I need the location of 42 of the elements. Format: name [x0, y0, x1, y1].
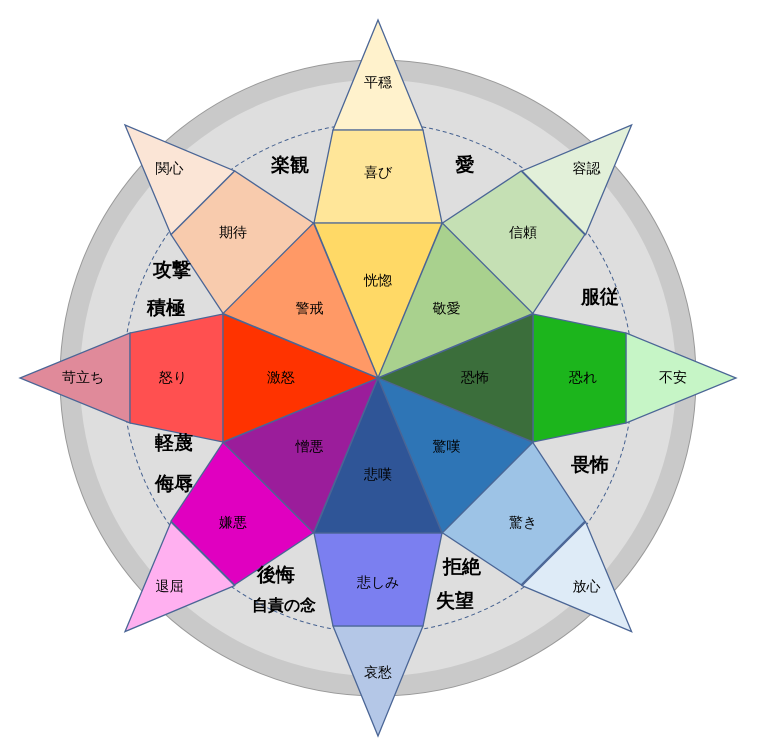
dyad-label: 服従 — [581, 285, 619, 310]
emotion-label: 退屈 — [155, 578, 184, 596]
dyad-label: 自責の念 — [252, 596, 316, 616]
emotion-label: 敬愛 — [432, 300, 461, 318]
emotion-segment — [333, 626, 423, 736]
emotion-label: 喜び — [364, 164, 392, 182]
emotion-label: 期待 — [219, 224, 248, 242]
emotion-label: 苛立ち — [62, 369, 104, 387]
emotion-label: 恍惚 — [364, 272, 392, 290]
emotion-segment — [626, 333, 736, 423]
emotion-label: 平穏 — [364, 74, 392, 92]
emotion-label: 警戒 — [295, 300, 324, 318]
emotion-label: 哀愁 — [364, 664, 392, 682]
dyad-label: 拒絶 — [443, 555, 481, 580]
dyad-label: 畏怖 — [571, 453, 609, 478]
emotion-label: 憎悪 — [295, 438, 324, 456]
emotion-label: 不安 — [659, 369, 687, 387]
emotion-label: 恐れ — [569, 369, 597, 387]
dyad-label: 失望 — [436, 589, 474, 614]
dyad-label: 後悔 — [257, 563, 295, 588]
dyad-label: 軽蔑 — [155, 431, 193, 456]
emotion-label: 驚嘆 — [432, 438, 461, 456]
emotion-label: 驚き — [508, 514, 537, 532]
emotion-label: 悲しみ — [357, 574, 399, 592]
emotion-label: 放心 — [572, 578, 601, 596]
emotion-label: 容認 — [572, 160, 601, 178]
emotion-segment — [533, 314, 626, 442]
emotion-label: 嫌悪 — [219, 514, 248, 532]
dyad-label: 侮辱 — [155, 472, 193, 497]
emotion-label: 信頼 — [508, 224, 537, 242]
emotion-label: 悲嘆 — [364, 466, 392, 484]
emotion-label: 関心 — [155, 160, 184, 178]
dyad-label: 楽観 — [271, 153, 309, 178]
emotion-segment — [20, 333, 130, 423]
emotion-label: 激怒 — [267, 369, 295, 387]
emotion-label: 怒り — [159, 369, 187, 387]
dyad-label: 積極 — [147, 296, 185, 321]
dyad-label: 攻撃 — [153, 258, 191, 283]
emotion-segment — [333, 20, 423, 130]
emotion-segment — [314, 130, 442, 223]
dyad-label: 愛 — [456, 153, 474, 178]
emotion-label: 恐怖 — [461, 369, 489, 387]
